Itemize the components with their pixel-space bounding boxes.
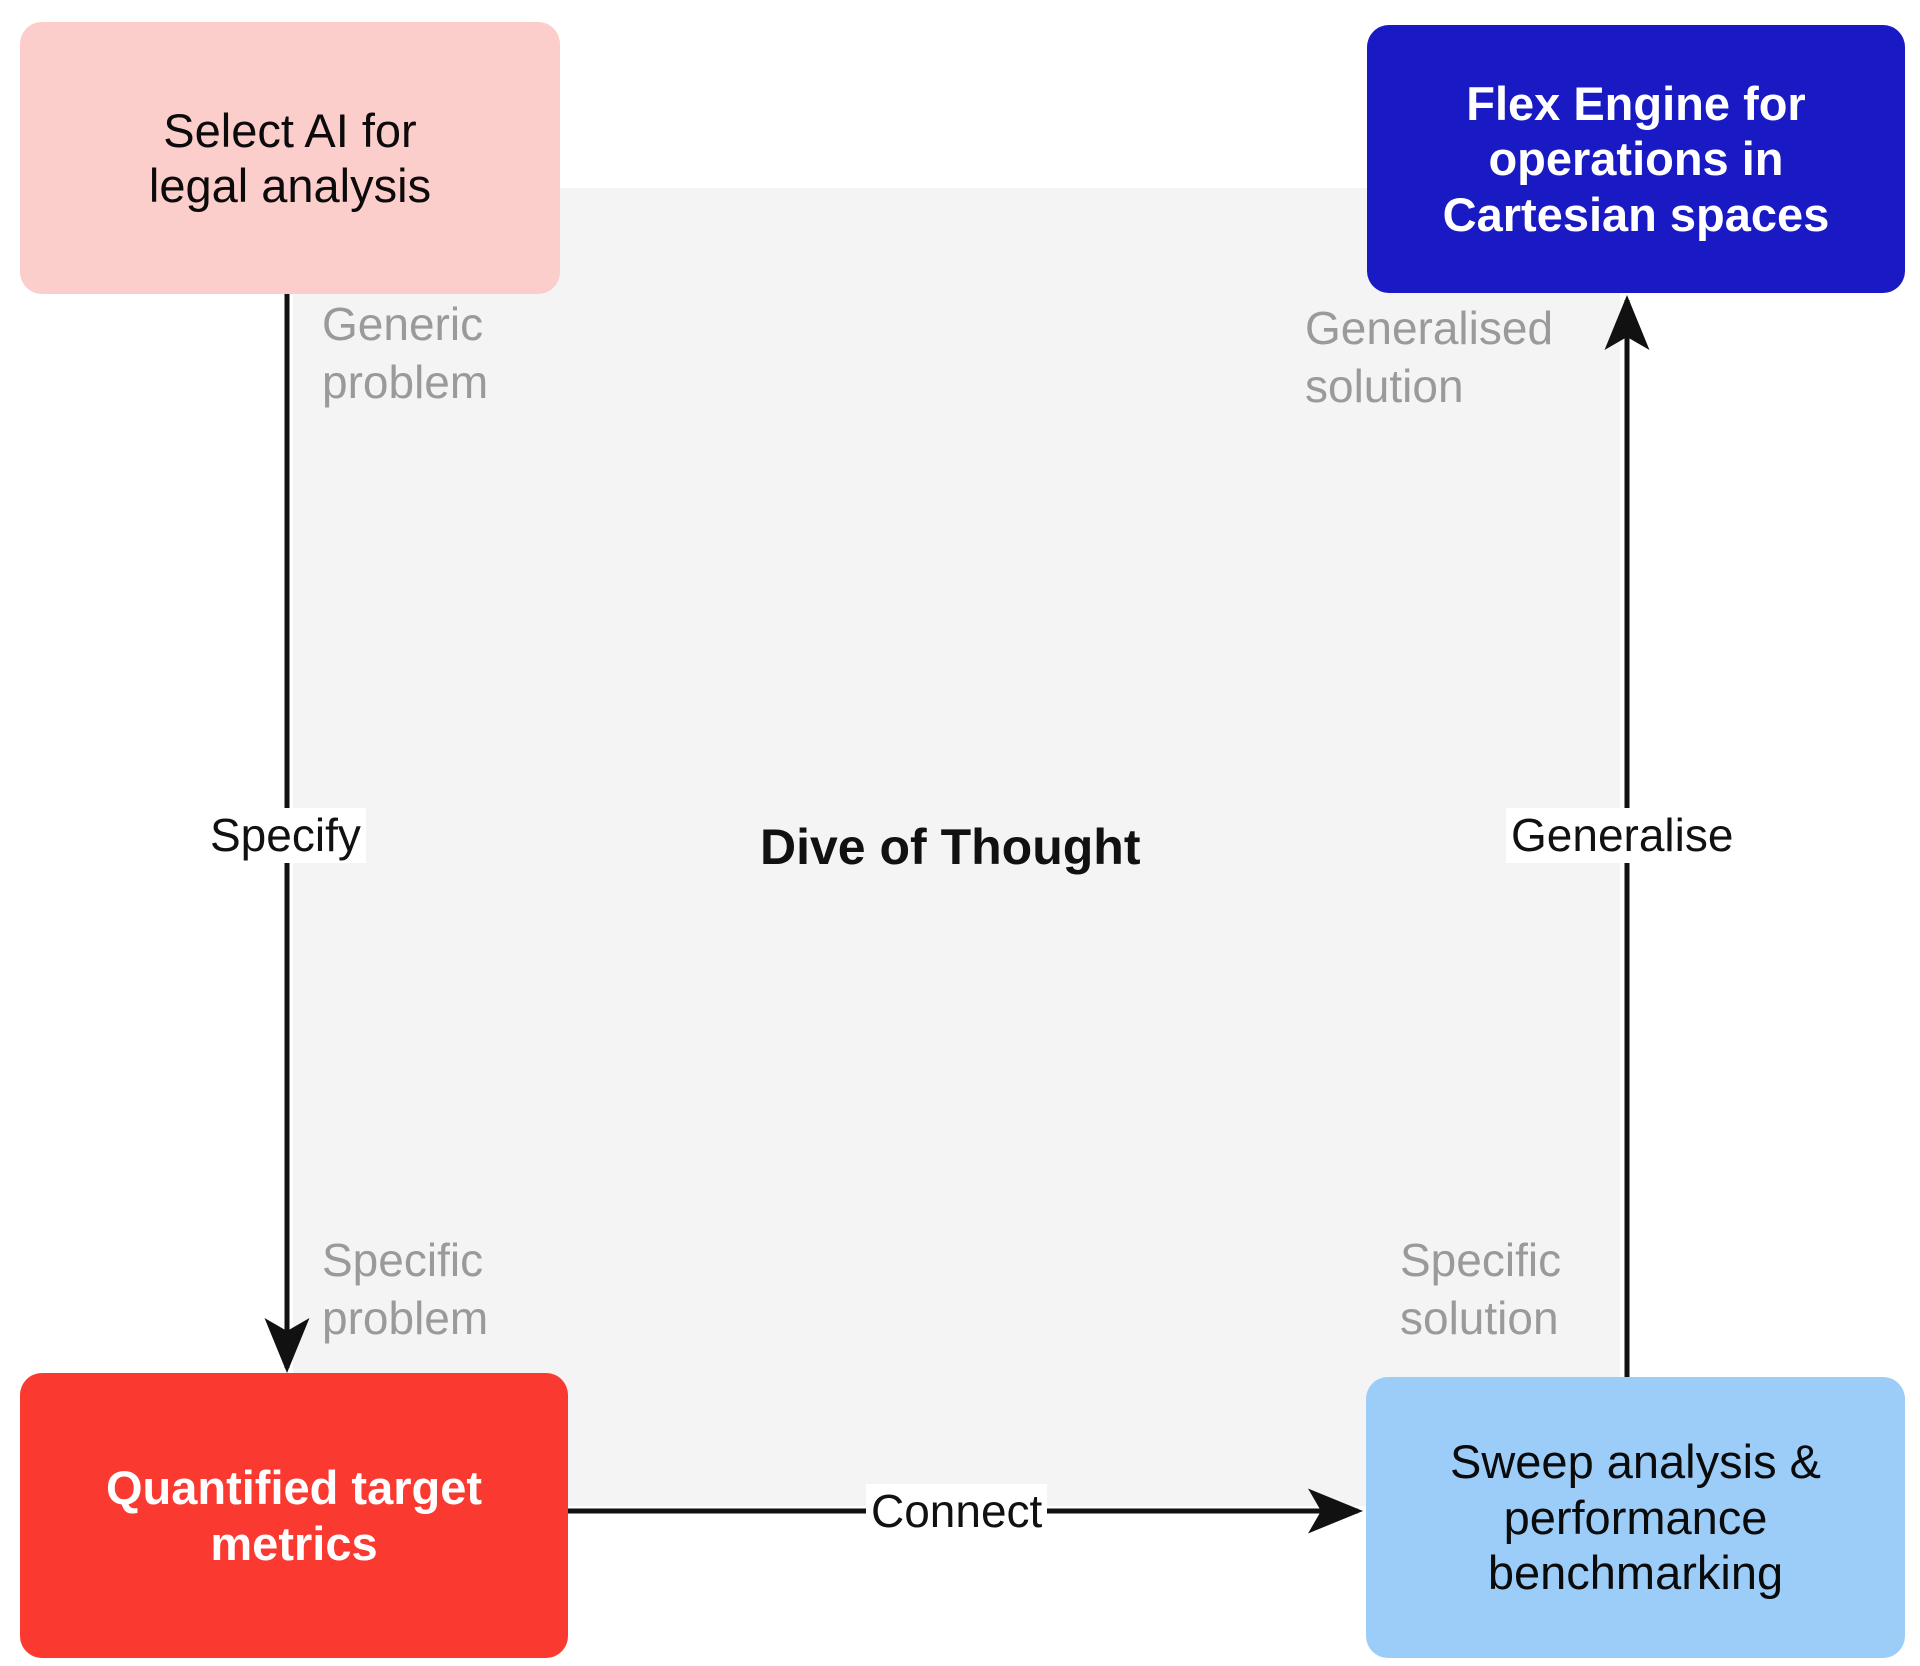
node-specific-problem[interactable]: Quantified target metrics	[20, 1373, 568, 1658]
stage-label-specific-solution: Specific solution	[1400, 1234, 1562, 1344]
node-generic-problem[interactable]: Select AI for legal analysis	[20, 22, 560, 294]
edge-label-connect: Connect	[866, 1484, 1048, 1539]
stage-label-generic-problem: Generic problem	[322, 298, 489, 408]
stage-label-generalised-solution: Generalised solution	[1305, 302, 1554, 412]
dive-of-thought-panel	[293, 188, 1620, 1506]
node-specific-solution[interactable]: Sweep analysis & performance benchmarkin…	[1366, 1377, 1905, 1658]
stage-label-specific-problem: Specific problem	[322, 1234, 489, 1344]
edge-label-generalise: Generalise	[1506, 808, 1739, 863]
node-generalised-solution[interactable]: Flex Engine for operations in Cartesian …	[1367, 25, 1905, 293]
dive-of-thought-title: Dive of Thought	[760, 819, 1141, 875]
edge-label-specify: Specify	[205, 808, 366, 863]
